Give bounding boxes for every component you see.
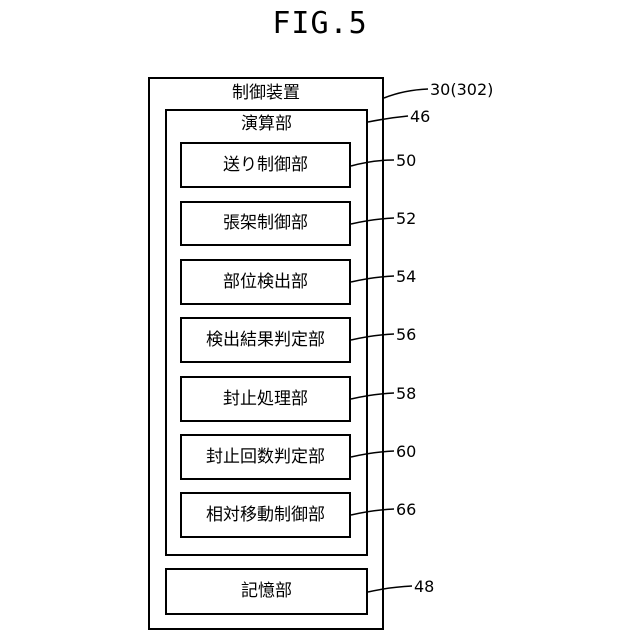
leader-line-sealing-process — [351, 393, 394, 399]
ref-sealing-process: 58 — [396, 384, 416, 403]
leader-line-part-detection — [351, 276, 394, 282]
ref-computation-unit: 46 — [410, 107, 430, 126]
leader-line-feed-control — [351, 160, 394, 166]
leader-line-control-device — [384, 89, 428, 98]
ref-relative-movement: 66 — [396, 500, 416, 519]
ref-part-detection: 54 — [396, 267, 416, 286]
leader-line-tension-control — [351, 218, 394, 224]
ref-tension-control: 52 — [396, 209, 416, 228]
ref-sealing-count: 60 — [396, 442, 416, 461]
leader-line-detection-result — [351, 334, 394, 340]
leader-line-sealing-count — [351, 451, 394, 457]
ref-detection-result: 56 — [396, 325, 416, 344]
ref-storage-unit: 48 — [414, 577, 434, 596]
leader-line-computation-unit — [368, 116, 408, 122]
ref-feed-control: 50 — [396, 151, 416, 170]
ref-control-device: 30(302) — [430, 80, 493, 99]
leader-line-relative-movement — [351, 509, 394, 515]
leader-line-storage-unit — [368, 586, 412, 592]
